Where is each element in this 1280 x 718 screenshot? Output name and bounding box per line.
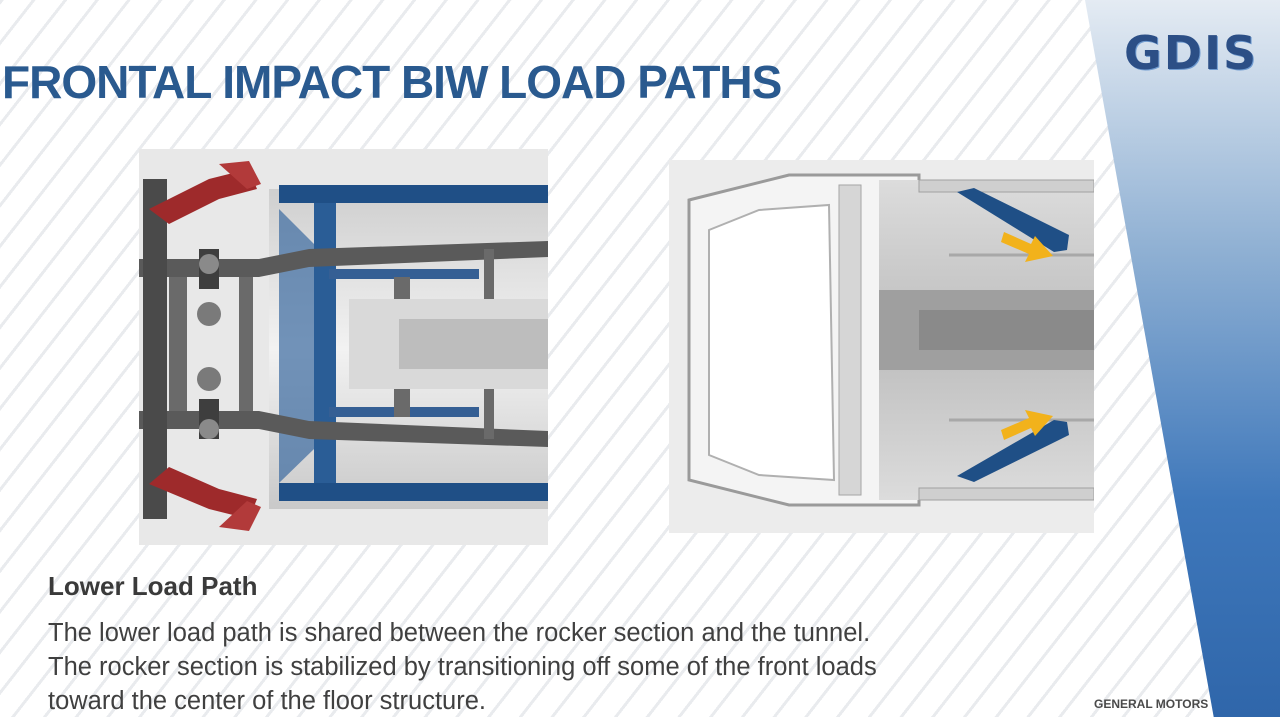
body-line: toward the center of the floor structure… <box>48 687 486 715</box>
body-line: The rocker section is stabilized by tran… <box>48 653 877 681</box>
body-line: The lower load path is shared between th… <box>48 619 871 647</box>
body-paragraph: The lower load path is shared between th… <box>48 616 1038 718</box>
general-motors-logo: GENERAL MOTORS <box>1094 697 1209 711</box>
slide-title: FRONTAL IMPACT BIW LOAD PATHS <box>2 56 782 108</box>
gdis-logo: GDIS <box>1124 26 1259 80</box>
section-subheading: Lower Load Path <box>48 571 258 601</box>
floor-structure-image <box>669 160 1094 533</box>
underbody-frame-image <box>139 149 548 545</box>
